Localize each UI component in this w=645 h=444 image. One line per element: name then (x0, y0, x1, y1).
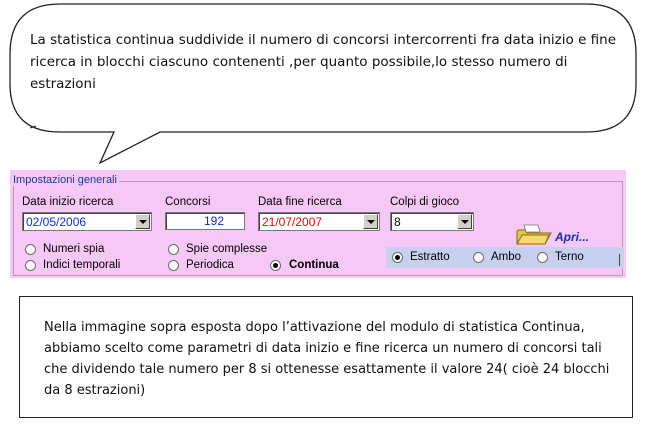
estratto-label: Estratto (410, 251, 450, 263)
radio-periodica[interactable] (168, 260, 179, 271)
note-box (19, 296, 633, 418)
data-fine-label: Data fine ricerca (258, 196, 342, 208)
spie-complesse-label: Spie complesse (186, 243, 268, 255)
numeri-spia-label: Numeri spia (43, 243, 105, 255)
group-title: Impostazioni generali (11, 174, 119, 186)
data-fine-value: 21/07/2007 (262, 215, 323, 229)
radio-ambo[interactable] (473, 252, 484, 263)
continua-label: Continua (289, 259, 339, 271)
speech-bubble (9, 3, 637, 165)
folder-open-icon (516, 224, 552, 245)
radio-terno[interactable] (537, 252, 548, 263)
periodica-label: Periodica (186, 259, 234, 271)
radio-estratto[interactable] (392, 252, 403, 263)
radio-indici-temporali[interactable] (25, 260, 36, 271)
radio-numeri-spia[interactable] (25, 244, 36, 255)
sorte-strip (386, 247, 624, 268)
note-text: Nella immagine sopra esposta dopo l’atti… (44, 320, 610, 398)
colpi-select[interactable]: 8 (390, 212, 474, 231)
chevron-down-icon[interactable] (457, 214, 472, 229)
bubble-text: La statistica continua suddivide il nume… (30, 32, 617, 92)
concorsi-label: Concorsi (165, 196, 211, 208)
radio-spie-complesse[interactable] (168, 244, 179, 255)
colpi-label: Colpi di gioco (390, 196, 460, 208)
ambo-label: Ambo (491, 251, 522, 263)
strip-divider (619, 254, 620, 266)
data-inizio-value: 02/05/2006 (26, 215, 87, 229)
chevron-down-icon[interactable] (135, 214, 150, 229)
colpi-value: 8 (394, 215, 401, 229)
radio-continua[interactable] (270, 260, 281, 271)
data-inizio-select[interactable]: 02/05/2006 (22, 212, 152, 231)
data-fine-select[interactable]: 21/07/2007 (258, 212, 380, 231)
data-inizio-label: Data inizio ricerca (22, 196, 114, 208)
chevron-down-icon[interactable] (363, 214, 378, 229)
group-box (13, 181, 623, 276)
concorsi-value: 192 (203, 214, 224, 228)
indici-temporali-label: Indici temporali (43, 259, 121, 271)
terno-label: Terno (555, 251, 584, 263)
apri-label: Apri... (555, 230, 590, 244)
concorsi-field[interactable]: 192 (165, 212, 245, 230)
